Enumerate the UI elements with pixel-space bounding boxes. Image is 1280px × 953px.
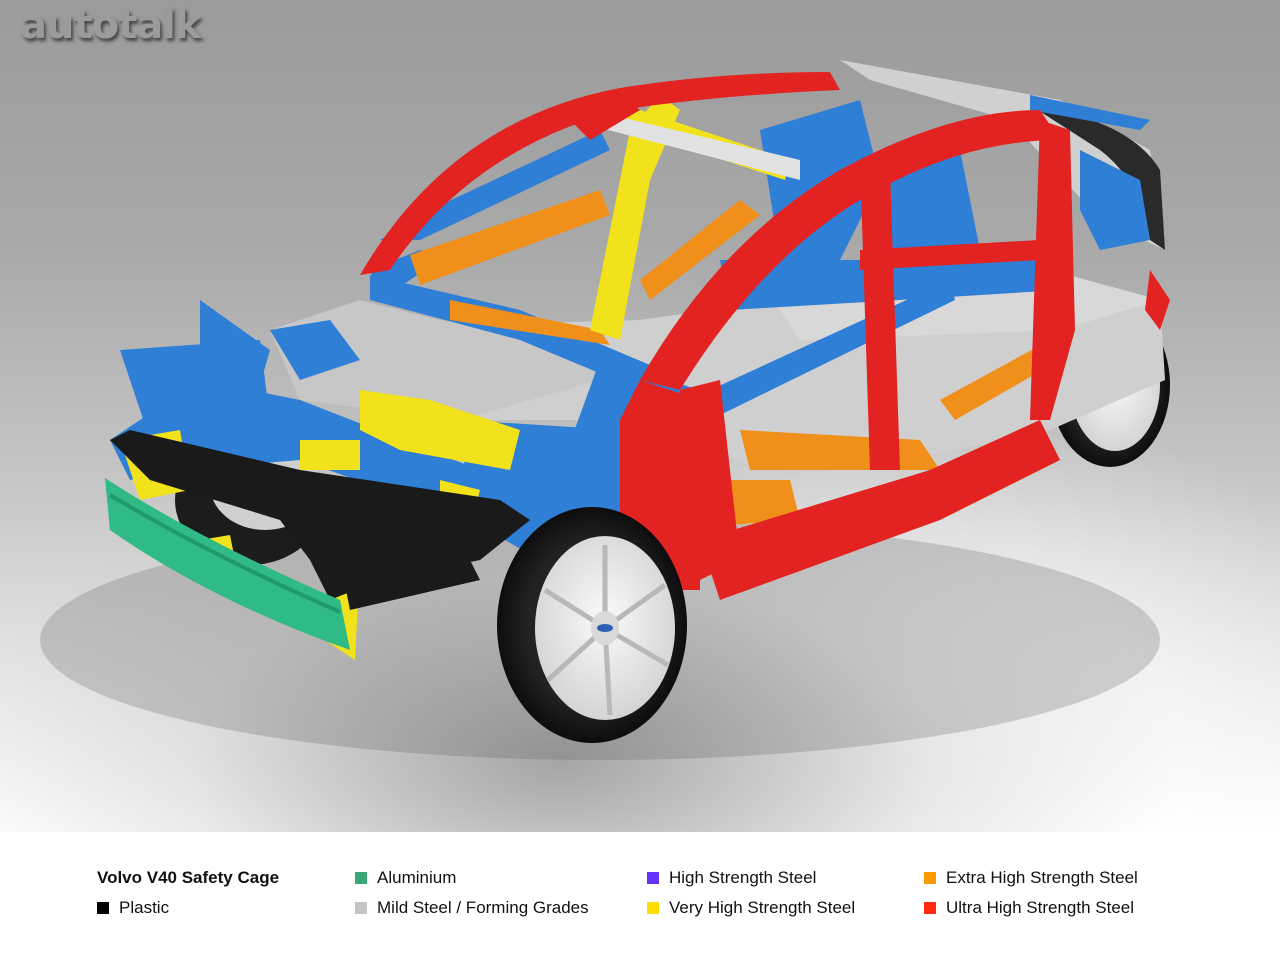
legend-item-ultra-high-strength-steel: Ultra High Strength Steel — [924, 898, 1134, 918]
mild-steel-roof-bow — [570, 105, 800, 180]
legend-label: Extra High Strength Steel — [946, 868, 1138, 887]
legend-item-plastic: Plastic — [97, 898, 169, 918]
front-right-wheel — [497, 507, 687, 743]
legend-label: Aluminium — [377, 868, 457, 887]
high-strength-steel-swatch — [647, 872, 659, 884]
legend-item-extra-high-strength-steel: Extra High Strength Steel — [924, 868, 1138, 888]
render-stage: autotalk — [0, 0, 1280, 832]
autotalk-watermark: autotalk — [20, 2, 201, 48]
legend-label: Very High Strength Steel — [669, 898, 856, 917]
legend-item-mild-steel: Mild Steel / Forming Grades — [355, 898, 589, 918]
safety-cage-illustration — [40, 60, 1170, 760]
plastic-swatch — [97, 902, 109, 914]
material-legend — [0, 832, 1280, 953]
legend-label: Plastic — [119, 898, 170, 917]
very-high-strength-steel-swatch — [647, 902, 659, 914]
aluminium-swatch — [355, 872, 367, 884]
ultra-high-strength-steel-parts — [360, 72, 1170, 600]
extra-high-strength-steel-parts — [410, 190, 1060, 525]
legend-item-aluminium: Aluminium — [355, 868, 456, 888]
legend-label: Ultra High Strength Steel — [946, 898, 1135, 917]
ultra-high-strength-steel-swatch — [924, 902, 936, 914]
legend-label: Mild Steel / Forming Grades — [377, 898, 589, 917]
legend-title: Volvo V40 Safety Cage — [97, 868, 280, 887]
extra-high-strength-steel-swatch — [924, 872, 936, 884]
plastic-parts — [110, 430, 530, 610]
legend-label: High Strength Steel — [669, 868, 817, 887]
aluminium-bumper-beam — [105, 478, 350, 650]
legend-item-very-high-strength-steel: Very High Strength Steel — [647, 898, 855, 918]
legend-item-high-strength-steel: High Strength Steel — [647, 868, 816, 888]
mild-steel-swatch — [355, 902, 367, 914]
